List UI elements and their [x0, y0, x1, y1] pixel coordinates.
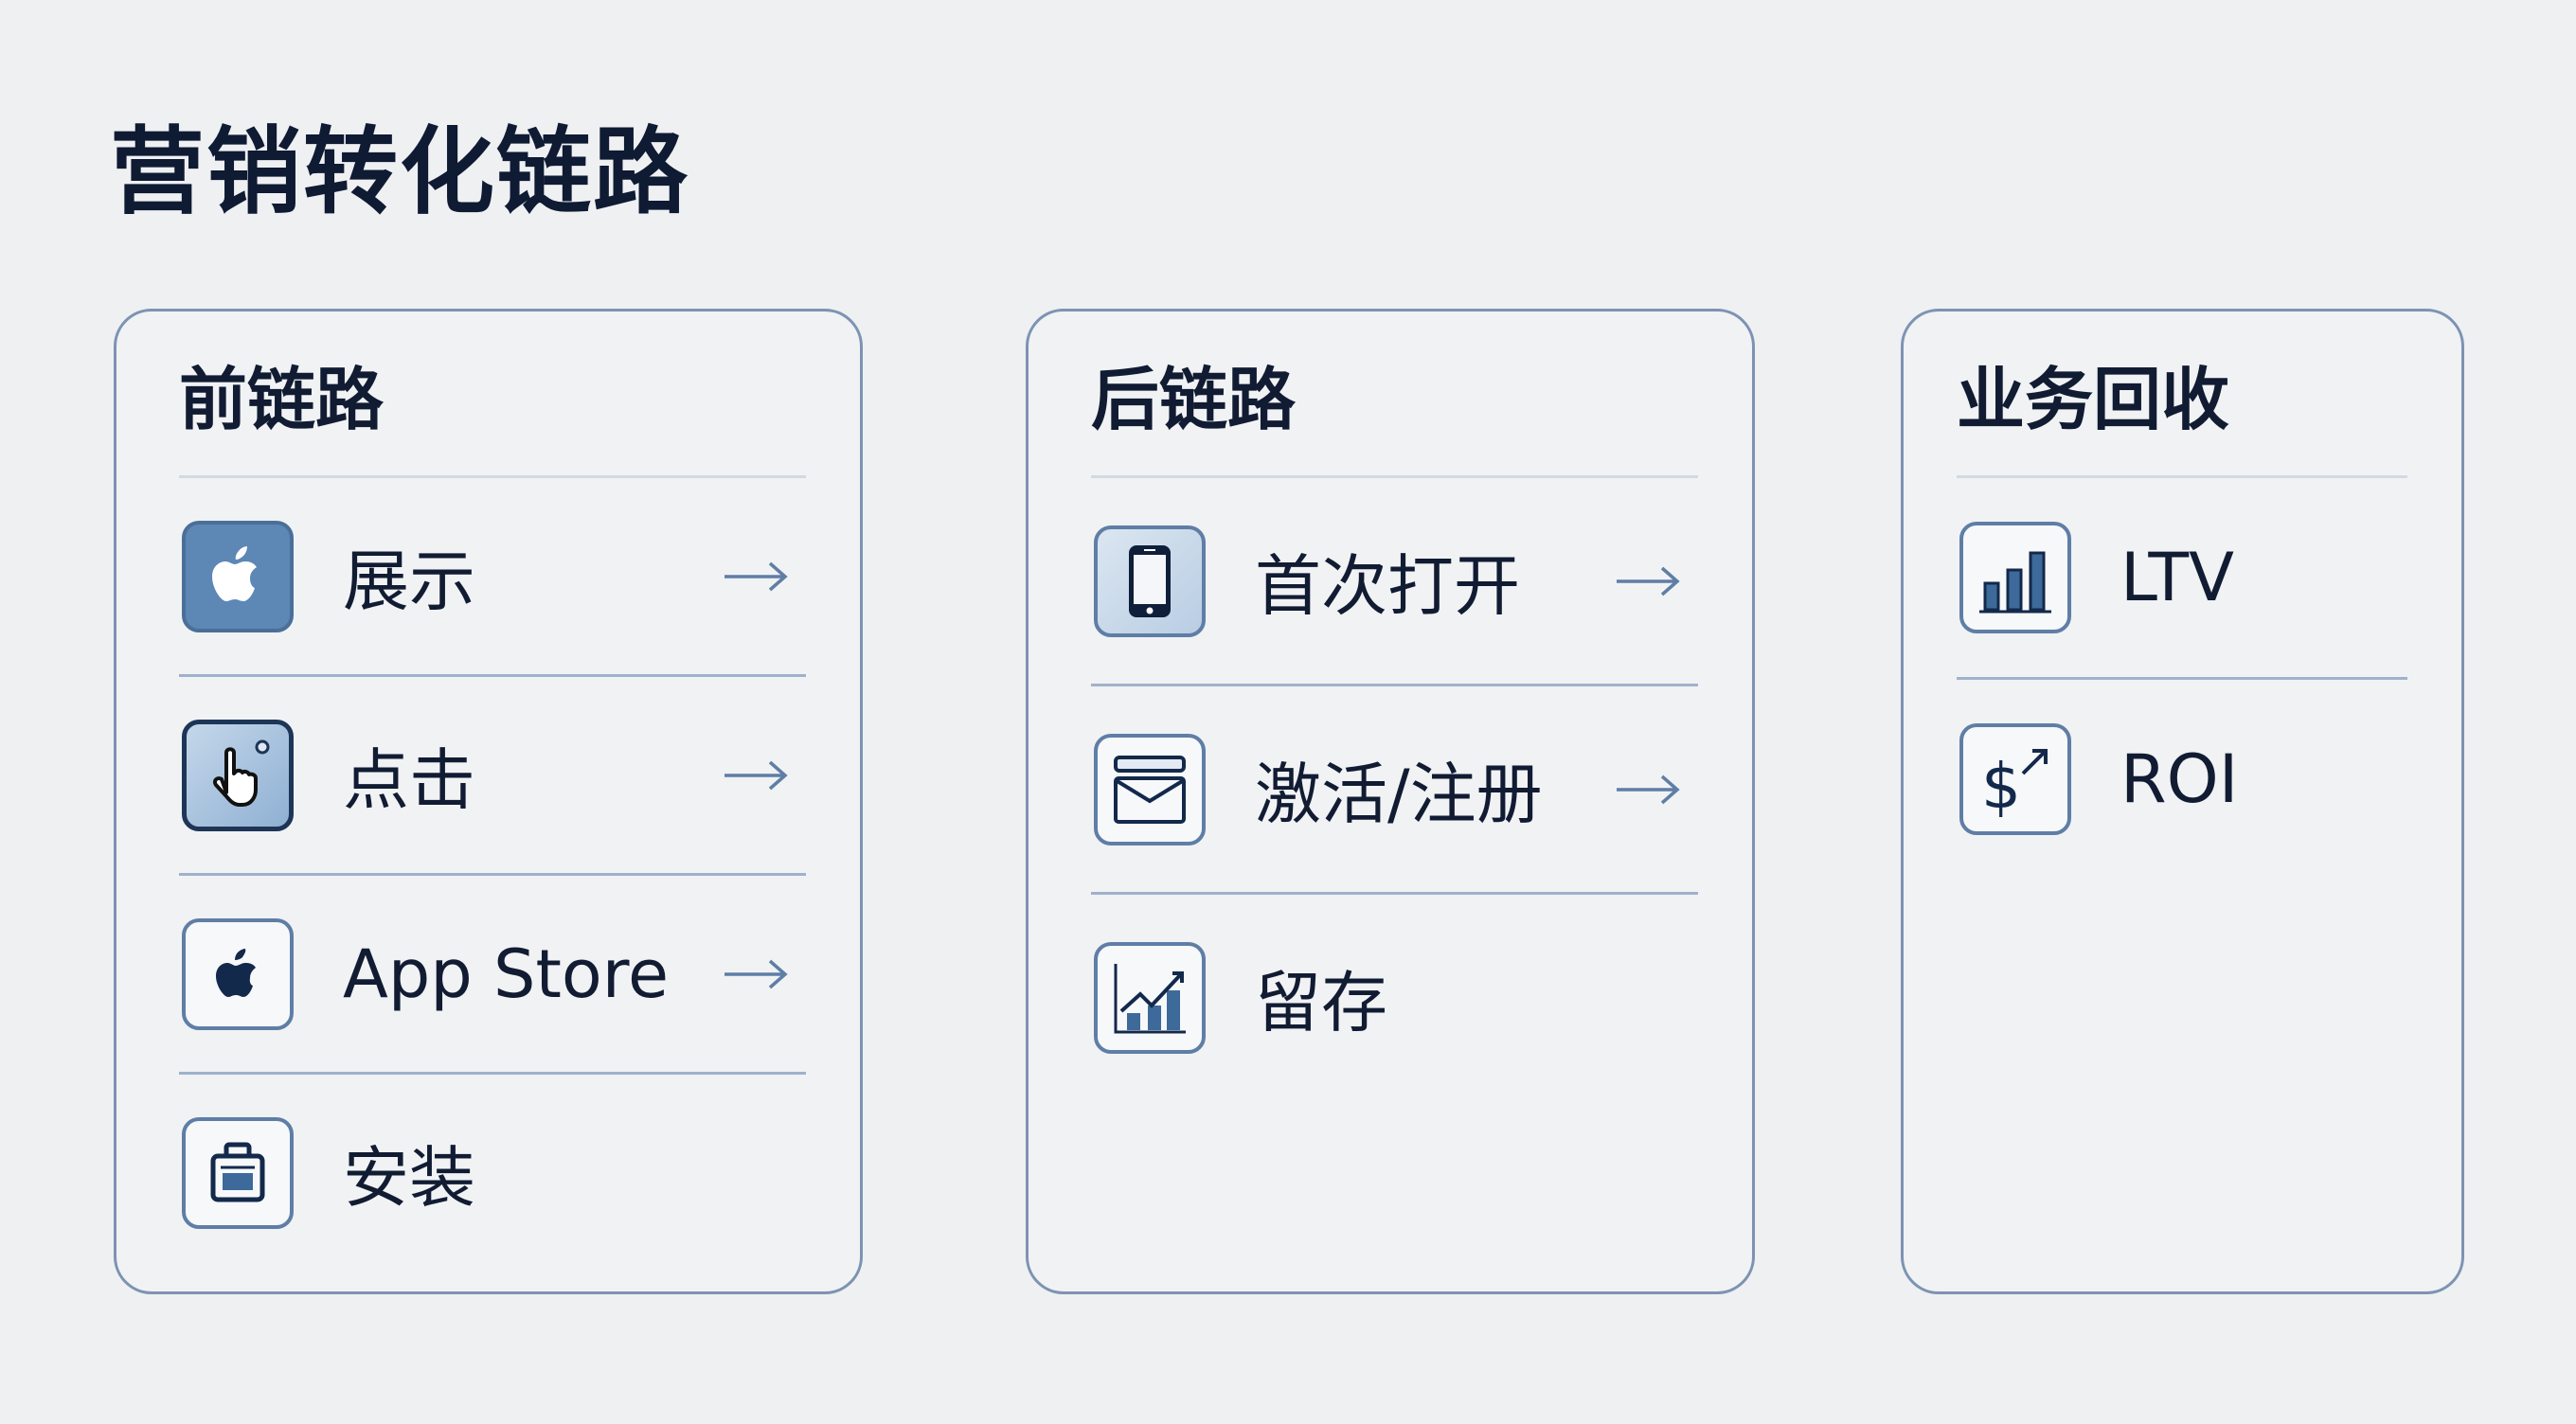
- dollar-up-icon: $: [1959, 723, 2071, 835]
- card-header: 业务回收: [1957, 312, 2407, 478]
- svg-text:$: $: [1981, 750, 2021, 819]
- arrow-right-icon: [724, 959, 788, 988]
- list-item-retention: 留存: [1091, 895, 1698, 1100]
- arrow-right-icon: [724, 760, 788, 790]
- arrow-right-icon: [1617, 566, 1680, 596]
- card-header: 前链路: [179, 312, 806, 478]
- item-label: 点击: [343, 741, 475, 819]
- arrow-right-icon: [1617, 774, 1680, 804]
- arrow-right-icon: [724, 561, 788, 591]
- item-label: App Store: [343, 934, 670, 1013]
- business-return-card: 业务回收 LTV $ ROI: [1901, 309, 2464, 1294]
- item-label: LTV: [2120, 539, 2235, 616]
- bar-chart-icon: [1959, 522, 2071, 633]
- list-item-activation: 激活/注册: [1091, 686, 1698, 895]
- list-item-roi: $ ROI: [1957, 680, 2407, 879]
- front-funnel-card: 前链路 展示 点击 App Store 安装: [114, 309, 863, 1294]
- list-item-first-open: 首次打开: [1091, 478, 1698, 686]
- item-label: 展示: [343, 543, 475, 620]
- back-funnel-card: 后链路 首次打开 激活/注册 留存: [1026, 309, 1755, 1294]
- smartphone-icon: [1094, 525, 1206, 637]
- install-package-icon: [182, 1116, 294, 1229]
- list-item-ltv: LTV: [1957, 478, 2407, 680]
- list-item-impression: 展示: [179, 478, 806, 677]
- list-item-click: 点击: [179, 677, 806, 876]
- list-item-app-store: App Store: [179, 876, 806, 1075]
- mail-icon: [1094, 733, 1206, 846]
- card-header: 后链路: [1091, 312, 1698, 478]
- growth-chart-icon: [1094, 941, 1206, 1054]
- item-label: ROI: [2120, 740, 2239, 818]
- item-label: 安装: [343, 1139, 475, 1217]
- page-title: 营销转化链路: [110, 116, 689, 227]
- list-item-install: 安装: [179, 1075, 806, 1271]
- apple-icon: [182, 520, 294, 632]
- item-label: 首次打开: [1255, 547, 1520, 625]
- app-store-apple-icon: [182, 917, 294, 1030]
- item-label: 激活/注册: [1255, 756, 1543, 833]
- item-label: 留存: [1255, 964, 1387, 1041]
- pointer-hand-icon: [182, 719, 294, 831]
